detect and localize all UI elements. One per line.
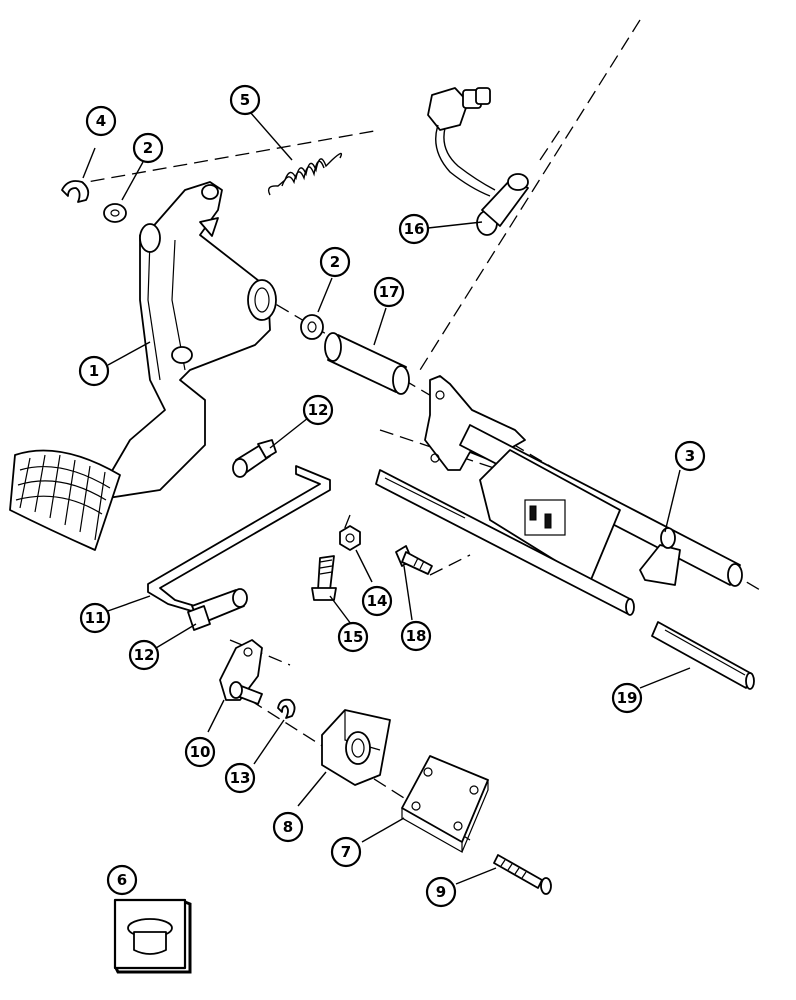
- callout-13-label: 13: [230, 769, 251, 787]
- callout-19-label: 19: [617, 689, 638, 707]
- callout-1-label: 1: [89, 362, 99, 380]
- plug-part-6-box: [113, 898, 192, 974]
- callout-11: 11: [79, 602, 111, 634]
- callout-11-label: 11: [85, 609, 106, 627]
- snap-ring-part-13: [277, 698, 296, 719]
- callout-16-label: 16: [404, 220, 425, 238]
- callout-2-lower: 2: [319, 246, 351, 278]
- spring-part-5: [267, 152, 343, 196]
- callout-13: 13: [224, 762, 256, 794]
- callout-6-label: 6: [117, 871, 127, 889]
- callout-12-lower-label: 12: [134, 646, 155, 664]
- callout-5-label: 5: [240, 91, 250, 109]
- bolt-part-18: [395, 545, 433, 575]
- callout-2-lower-label: 2: [330, 253, 340, 271]
- washer-part-2-upper: [103, 203, 127, 223]
- nut-part-14: [339, 525, 361, 551]
- bolt-part-15: [311, 555, 337, 601]
- switch-part-16: [427, 87, 529, 236]
- callout-10: 10: [184, 736, 216, 768]
- callout-16: 16: [398, 213, 430, 245]
- callout-15-label: 15: [343, 628, 364, 646]
- callout-17: 17: [373, 276, 405, 308]
- screw-part-9: [493, 854, 552, 895]
- block-part-8: [321, 709, 391, 786]
- tube-part-17: [324, 332, 410, 395]
- callout-14-label: 14: [367, 592, 388, 610]
- shaft-bracket-part-3: [375, 375, 743, 616]
- callout-6: 6: [106, 864, 138, 896]
- callout-8: 8: [272, 811, 304, 843]
- callout-18-label: 18: [406, 627, 427, 645]
- callout-12-upper: 12: [302, 394, 334, 426]
- callout-5: 5: [229, 84, 261, 116]
- callout-12-upper-label: 12: [308, 401, 329, 419]
- callout-3: 3: [674, 440, 706, 472]
- callout-9: 9: [425, 876, 457, 908]
- callout-14: 14: [361, 585, 393, 617]
- rod-part-19: [651, 621, 755, 690]
- callout-2-upper-label: 2: [143, 139, 153, 157]
- callout-2-upper: 2: [132, 132, 164, 164]
- callout-4-label: 4: [96, 112, 106, 130]
- washer-part-2-lower: [300, 314, 324, 340]
- callout-7: 7: [330, 836, 362, 868]
- clevis-part-12-upper: [232, 439, 277, 478]
- callout-9-label: 9: [436, 883, 446, 901]
- clevis-part-12-lower: [187, 588, 248, 631]
- pedal-assembly: [9, 181, 277, 551]
- callout-19: 19: [611, 682, 643, 714]
- callout-17-label: 17: [379, 283, 400, 301]
- callout-12-lower: 12: [128, 639, 160, 671]
- callout-18: 18: [400, 620, 432, 652]
- lever-part-10: [219, 639, 263, 705]
- callout-4: 4: [85, 105, 117, 137]
- plate-part-7: [401, 755, 489, 854]
- leader-lines: [82, 111, 691, 885]
- callout-15: 15: [337, 621, 369, 653]
- callout-7-label: 7: [341, 843, 351, 861]
- clip-part-4: [61, 180, 90, 203]
- callout-8-label: 8: [283, 818, 293, 836]
- callout-3-label: 3: [685, 447, 695, 465]
- callout-10-label: 10: [190, 743, 211, 761]
- callout-1: 1: [78, 355, 110, 387]
